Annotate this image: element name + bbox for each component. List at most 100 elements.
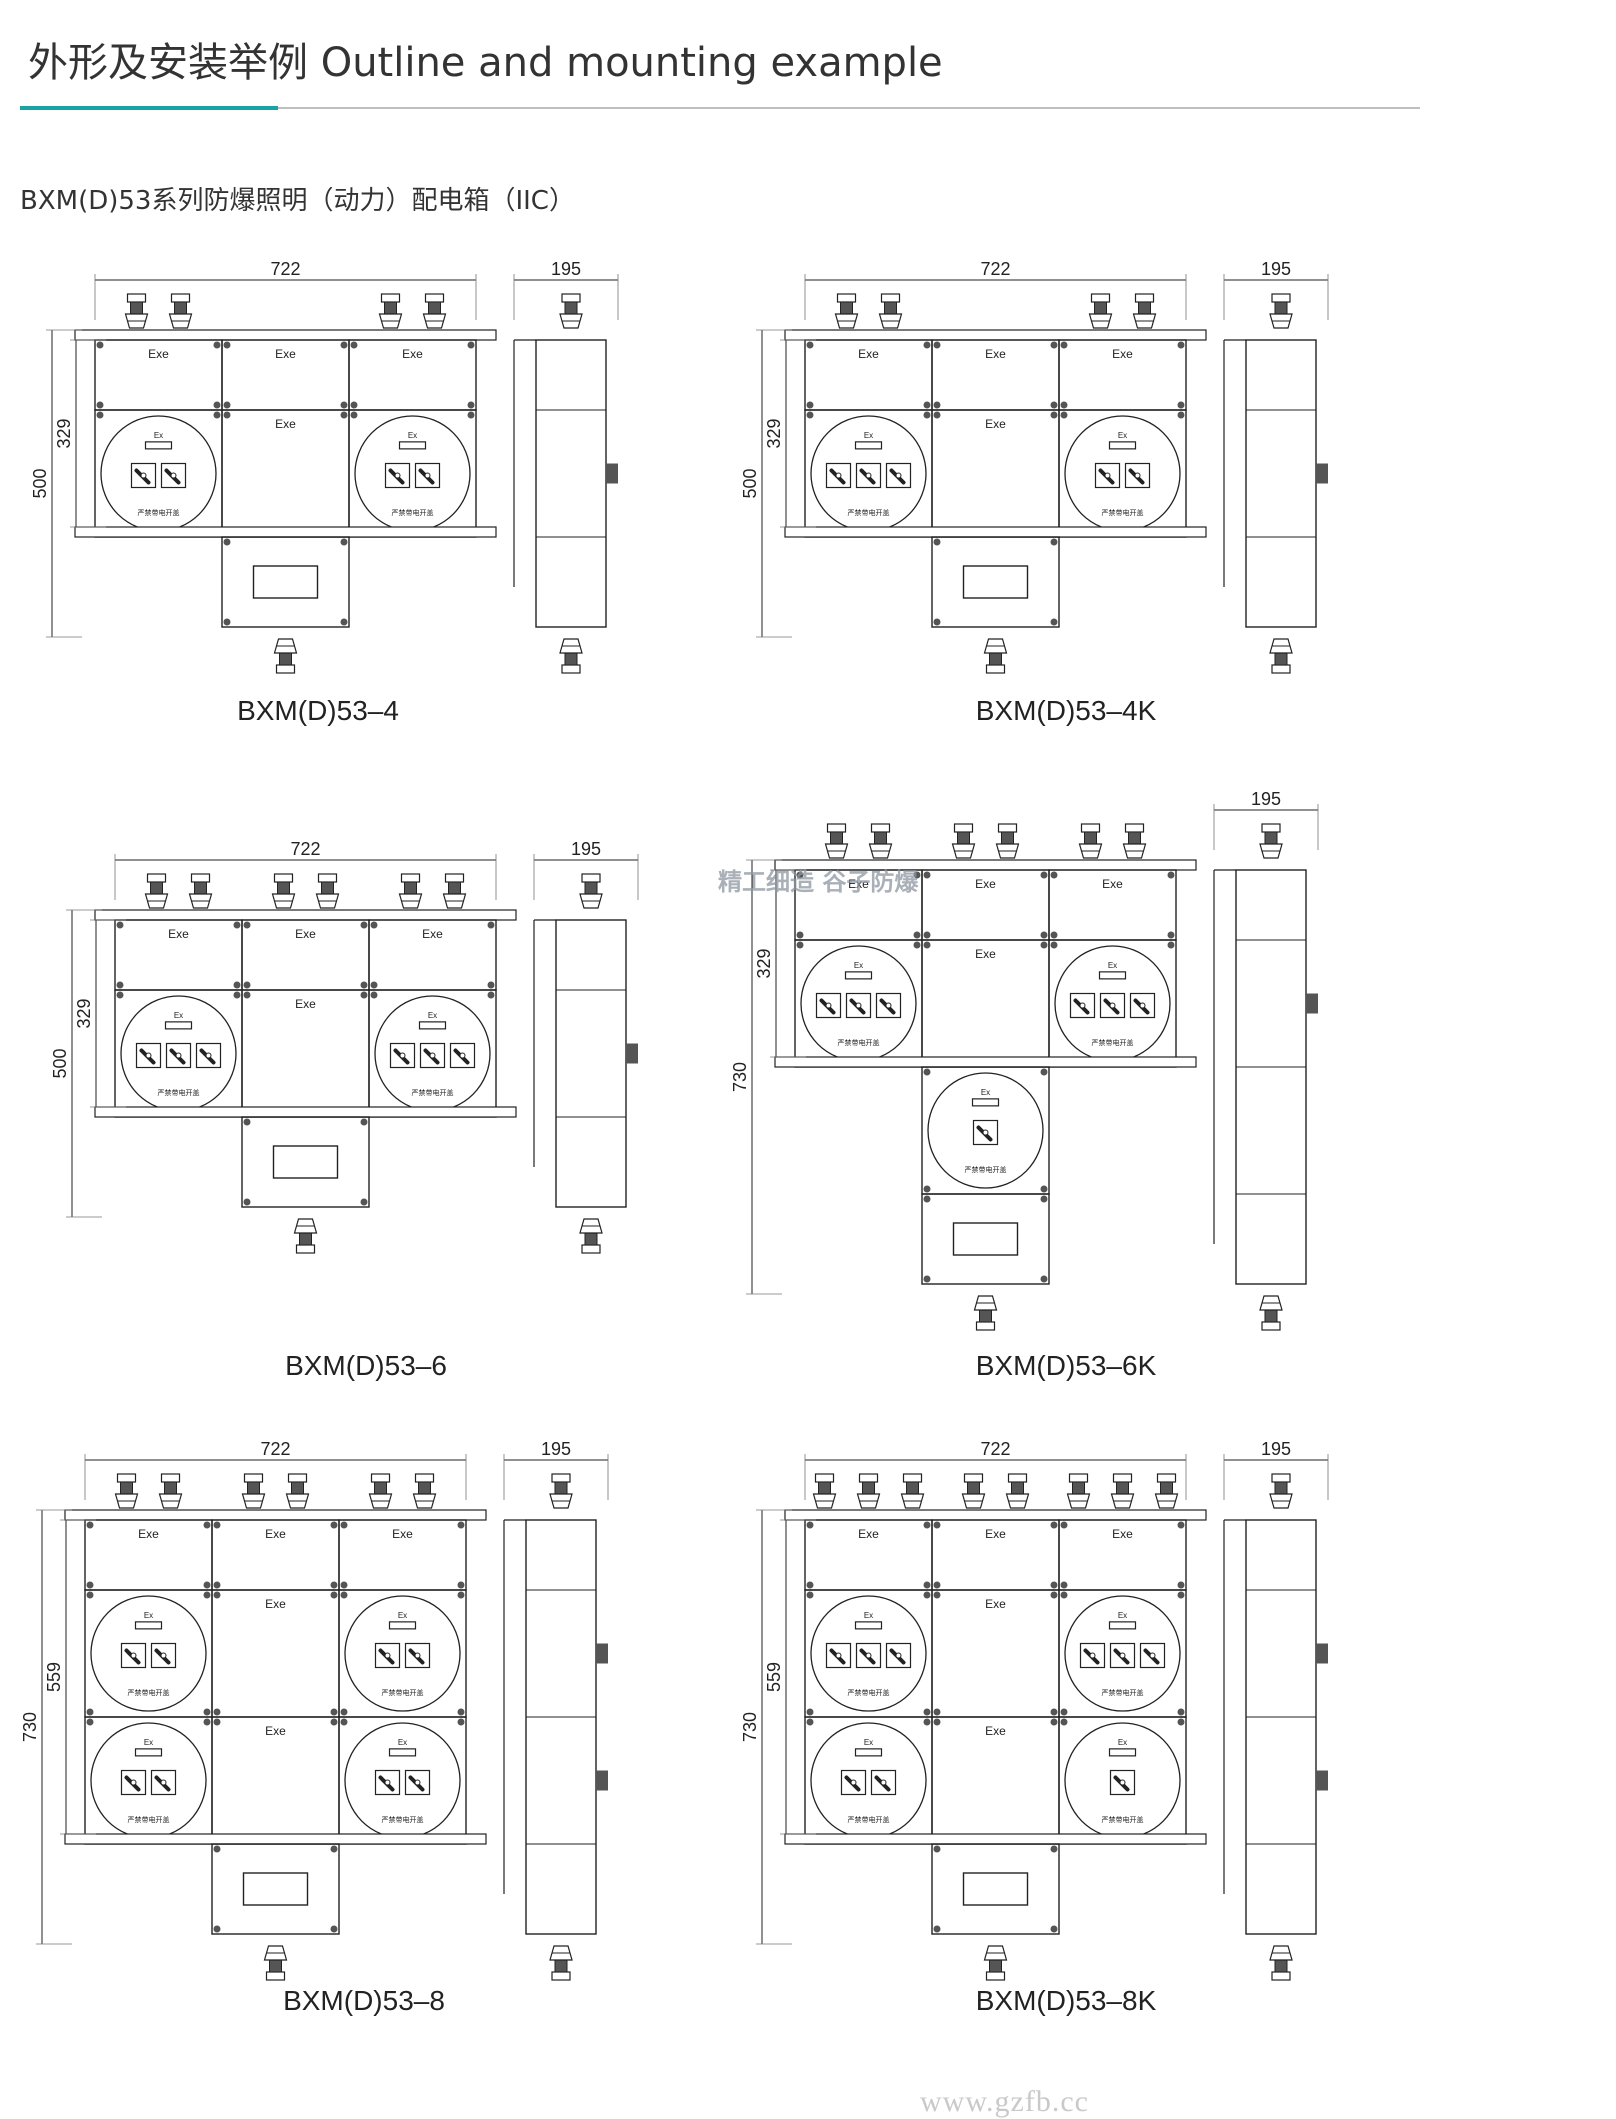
panel-enclosure: [348, 409, 477, 538]
gland-body: [1274, 652, 1288, 666]
dimension-label: 195: [1251, 789, 1281, 809]
cable-gland-icon: [263, 1945, 288, 1981]
exe-label: Exe: [138, 1527, 159, 1541]
warning-text: 严禁带电开盖: [128, 1815, 170, 1824]
gland-body: [418, 1481, 431, 1495]
meter-window: [242, 1872, 309, 1906]
bolt-icon: [116, 921, 124, 929]
cable-gland-icon: [1269, 638, 1293, 674]
bolt-icon: [1050, 1521, 1058, 1529]
gland-nut: [126, 293, 147, 303]
ex-mark: Ex: [408, 431, 417, 440]
cable-gland-icon: [812, 1473, 837, 1509]
bolt-icon: [223, 618, 231, 626]
side-body: [535, 339, 607, 628]
exe-label: Exe: [985, 1724, 1006, 1738]
exe-label: Exe: [265, 1527, 286, 1541]
bolt-icon: [213, 341, 221, 349]
dimension-label: 722: [980, 1439, 1010, 1459]
model-label-bxmd53-8k: BXM(D)53–8K: [975, 1985, 1157, 2016]
series-title: BXM(D)53系列防爆照明（动力）配电箱（IIC）: [20, 186, 575, 216]
meter-window: [252, 565, 319, 599]
meter-window: [962, 1872, 1029, 1906]
side-handle-icon: [1316, 1643, 1328, 1664]
gland-nut: [170, 293, 191, 303]
dimension-label: 195: [551, 259, 581, 279]
bolt-icon: [203, 1718, 211, 1726]
switch-pivot: [1079, 1002, 1086, 1009]
bolt-icon: [340, 1581, 348, 1589]
bolt-icon: [330, 1708, 338, 1716]
gland-nut: [997, 823, 1018, 833]
gland-nut: [424, 293, 445, 303]
nameplate: [1098, 971, 1127, 980]
bolt-icon: [1167, 931, 1175, 939]
ex-mark: Ex: [174, 1011, 183, 1020]
bolt-icon: [1060, 1718, 1068, 1726]
bolt-icon: [116, 981, 124, 989]
gland-body: [1072, 1481, 1085, 1495]
gland-nut: [1271, 293, 1291, 303]
ex-mark: Ex: [398, 1611, 407, 1620]
bolt-icon: [1050, 411, 1058, 419]
gland-body: [906, 1481, 919, 1495]
side-body: [555, 919, 627, 1208]
exe-label: Exe: [265, 1724, 286, 1738]
bolt-icon: [923, 1185, 931, 1193]
bolt-icon: [796, 941, 804, 949]
cable-gland-icon: [579, 873, 603, 909]
cable-gland-icon: [442, 873, 467, 909]
bolt-icon: [1040, 1275, 1048, 1283]
bolt-icon: [360, 1198, 368, 1206]
bolt-icon: [933, 1591, 941, 1599]
bolt-icon: [1050, 1845, 1058, 1853]
bolt-icon: [213, 1845, 221, 1853]
switch-pivot: [384, 1779, 391, 1786]
switch-pivot: [205, 1052, 212, 1059]
gland-body: [874, 831, 887, 845]
bolt-icon: [1177, 401, 1185, 409]
cable-gland-icon: [983, 638, 1008, 674]
cable-gland-icon: [1110, 1473, 1135, 1509]
rotary-switch-icon: [972, 1119, 999, 1146]
gland-body: [194, 881, 207, 895]
exe-label: Exe: [1102, 877, 1123, 891]
bolt-icon: [340, 618, 348, 626]
warning-text: 严禁带电开盖: [848, 1815, 890, 1824]
bolt-icon: [233, 921, 241, 929]
gland-body: [174, 301, 187, 315]
switch-pivot: [1149, 1652, 1156, 1659]
warning-text: 严禁带电开盖: [1102, 508, 1144, 517]
dimension-label: 329: [54, 418, 74, 448]
cable-gland-icon: [168, 293, 193, 329]
bolt-icon: [457, 1581, 465, 1589]
gland-body: [120, 1481, 133, 1495]
cable-gland-icon: [368, 1473, 393, 1509]
bolt-icon: [923, 411, 931, 419]
switch-pivot: [835, 472, 842, 479]
bolt-icon: [457, 1591, 465, 1599]
bolt-icon: [1050, 931, 1058, 939]
dimension-label: 500: [740, 468, 760, 498]
mounting-rail: [784, 329, 1207, 341]
gland-body: [448, 881, 461, 895]
meter-enclosure: [241, 1116, 370, 1208]
gland-body: [130, 301, 143, 315]
bolt-icon: [457, 1708, 465, 1716]
gland-body: [830, 831, 843, 845]
cable-gland-icon: [1122, 823, 1147, 859]
switch-pivot: [895, 1652, 902, 1659]
bolt-icon: [330, 1591, 338, 1599]
dimension-label: 730: [730, 1062, 750, 1092]
switch-pivot: [1119, 1652, 1126, 1659]
bolt-icon: [457, 1521, 465, 1529]
switch-pivot: [414, 1652, 421, 1659]
cover-circle: [90, 1595, 207, 1712]
bolt-icon: [340, 538, 348, 546]
model-label-bxmd53-6k: BXM(D)53–6K: [975, 1350, 1157, 1381]
meter-enclosure: [221, 536, 350, 628]
panel-enclosure: [94, 409, 223, 538]
